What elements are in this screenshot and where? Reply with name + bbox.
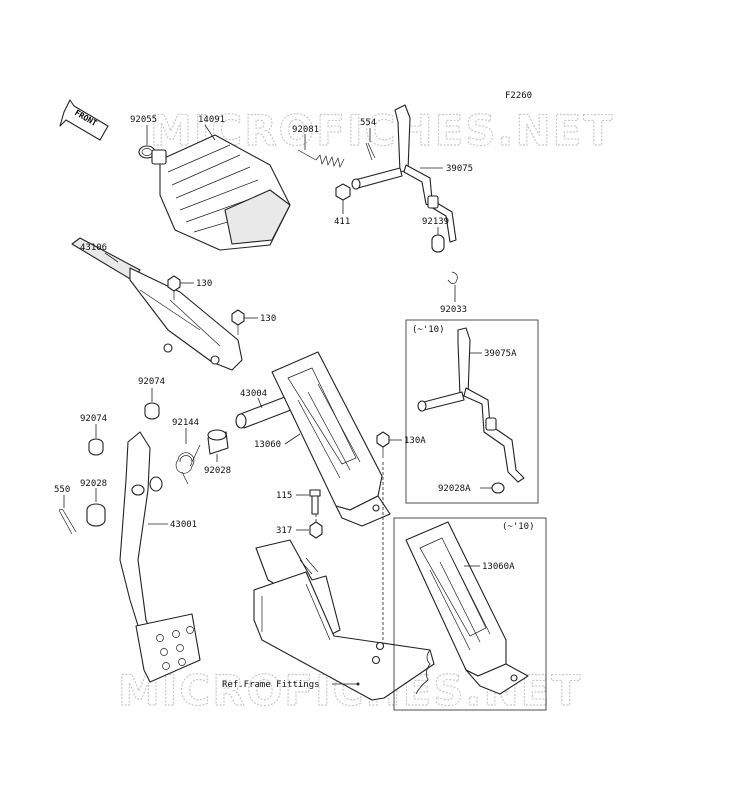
callout-43001: 43001 — [170, 520, 197, 530]
pedal-pad-13060 — [271, 351, 391, 527]
callout-92074-upper: 92074 — [138, 377, 165, 387]
callout-13060: 13060 — [254, 440, 281, 450]
frame-fittings — [253, 539, 435, 701]
pedal-pad-13060A — [405, 521, 529, 695]
inset-upper-note: (~'10) — [412, 325, 445, 335]
inset-lower-box — [393, 517, 547, 711]
callout-92139: 92139 — [422, 217, 449, 227]
figure-code: F2260 — [505, 91, 532, 101]
inset-lower-note: (~'10) — [502, 522, 535, 532]
bolt-130-upper — [167, 275, 181, 300]
front-arrow-icon: FRONT — [59, 99, 109, 141]
callout-92028: 92028 — [204, 466, 231, 476]
cotter-pin-550 — [59, 508, 77, 535]
bolt-130A — [376, 431, 390, 458]
callout-554: 554 — [360, 118, 376, 128]
collar-92028 — [207, 429, 229, 455]
callout-92033: 92033 — [440, 305, 467, 315]
collar-92139 — [431, 234, 445, 253]
inset-upper-box — [405, 319, 539, 504]
lever-43106 — [71, 237, 243, 371]
bolt-115 — [309, 489, 321, 515]
callout-39075: 39075 — [446, 164, 473, 174]
bushing-92074-lower — [88, 438, 104, 456]
callout-550: 550 — [54, 485, 70, 495]
callout-130-lower: 130 — [260, 314, 276, 324]
callout-92055: 92055 — [130, 115, 157, 125]
spring-92144 — [175, 444, 201, 485]
callout-14091: 14091 — [198, 115, 225, 125]
callout-39075A: 39075A — [484, 349, 517, 359]
link-rod-39075 — [351, 104, 457, 243]
callout-130-upper: 130 — [196, 279, 212, 289]
callout-317: 317 — [276, 526, 292, 536]
callout-43004: 43004 — [240, 389, 267, 399]
callout-43106: 43106 — [80, 243, 107, 253]
oring-92055 — [138, 145, 156, 159]
collar-92028A — [491, 482, 505, 494]
clip-92033 — [447, 271, 458, 284]
callout-92081: 92081 — [292, 125, 319, 135]
bushing-92074-upper — [144, 402, 160, 420]
callout-13060A: 13060A — [482, 562, 515, 572]
callout-92144: 92144 — [172, 418, 199, 428]
callout-92028A: 92028A — [438, 484, 471, 494]
spring-92081 — [297, 149, 345, 169]
callout-411: 411 — [334, 217, 350, 227]
callout-92028-left: 92028 — [80, 479, 107, 489]
callout-92074-lower: 92074 — [80, 414, 107, 424]
nut-317 — [309, 521, 323, 539]
nut-411 — [335, 183, 351, 201]
pin-554 — [365, 142, 376, 161]
callout-115: 115 — [276, 491, 292, 501]
brake-pedal-43001 — [119, 431, 201, 683]
bushing-92028-left — [86, 503, 106, 527]
callout-130A: 130A — [404, 436, 426, 446]
link-rod-39075A — [417, 327, 525, 483]
boot-cover-14091 — [151, 134, 291, 251]
bolt-130-lower — [231, 309, 245, 335]
callout-ref-frame: Ref.Frame Fittings — [222, 680, 320, 690]
